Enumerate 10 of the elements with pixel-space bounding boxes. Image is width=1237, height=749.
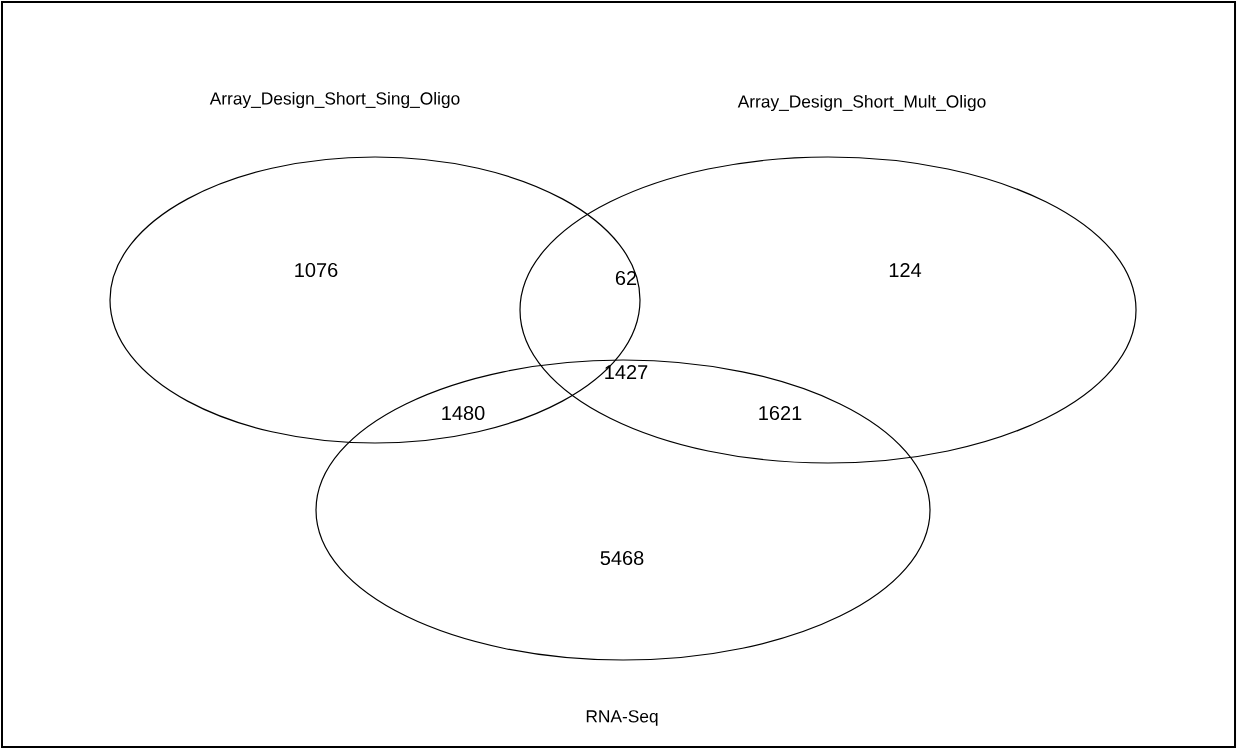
region-count: 1076 (295, 262, 338, 278)
region-count: 5468 (600, 550, 644, 566)
region-count: 124 (889, 263, 922, 277)
set-label: Array_Design_Short_Mult_Oligo (737, 94, 986, 112)
region-count: 1621 (759, 405, 802, 421)
set-label: Array_Design_Short_Sing_Oligo (209, 91, 460, 109)
region-count: 1480 (442, 405, 485, 421)
region-count: 62 (615, 270, 637, 286)
set-label: RNA-Seq (586, 710, 658, 726)
region-count: 1427 (605, 365, 648, 379)
